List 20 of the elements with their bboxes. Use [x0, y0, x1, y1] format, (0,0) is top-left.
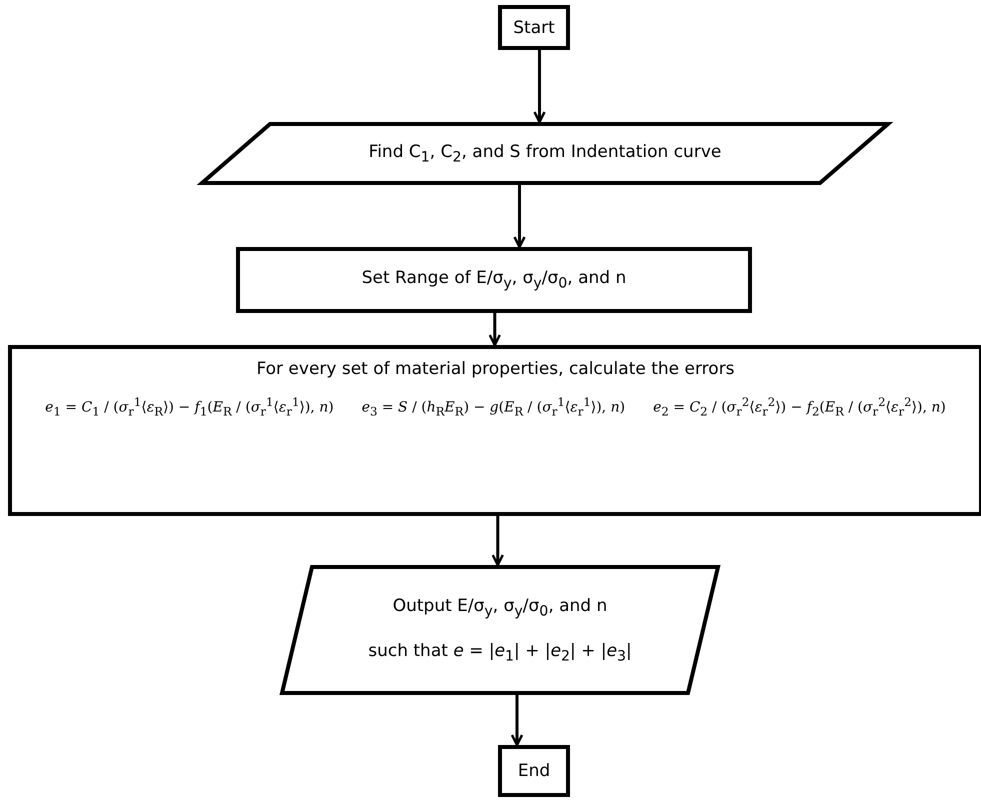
arrow	[533, 50, 546, 124]
step-text: End	[518, 761, 550, 781]
process-box	[236, 247, 752, 313]
step-text: Output E/σ$_{y}$, σ$_{y}$/σ$_{0}$, and n	[392, 596, 608, 619]
start-terminal	[498, 5, 570, 50]
arrow	[513, 185, 526, 248]
step-text: Find C$_{1}$, C$_{2}$, and S from Indentation curve	[368, 142, 722, 166]
arrow	[510, 695, 524, 746]
formula: e$_{1}$ = C$_{1}$ / (σ$_{r}$$^{1}$⟨ε$_{R}$⟩) − f$_{1}$(E$_{R}$ / (σ$_{r}$$^{1}$⟨ε$_{r}$$^{1}$⟩), n)	[45, 395, 334, 418]
formula: such that e = |e$_{1}$| + |e$_{2}$| + |e$_{3}$|	[368, 641, 632, 664]
step-text: Set Range of E/σ$_{y}$, σ$_{y}$/σ$_{0}$, and n	[362, 268, 626, 292]
end-terminal	[498, 745, 570, 797]
formula: e$_{2}$ = C$_{2}$ / (σ$_{r}$$^{2}$⟨ε$_{r}$$^{2}$⟩) − f$_{2}$(E$_{R}$ / (σ$_{r}$$^{2}$⟨ε$_{r}$$^{2}$⟩), n)	[653, 395, 946, 418]
output-parallelogram	[280, 565, 720, 695]
arrow	[488, 313, 501, 346]
heading-text: For every set of material properties, calculate the errors	[256, 359, 735, 379]
process-box	[8, 345, 981, 516]
formula: e$_{3}$ = S / (h$_{R}$E$_{R}$) − g(E$_{R}$ / (σ$_{r}$$^{1}$⟨ε$_{r}$$^{1}$⟩), n)	[362, 395, 626, 418]
arrow	[492, 516, 504, 566]
step-text: Start	[513, 18, 555, 38]
